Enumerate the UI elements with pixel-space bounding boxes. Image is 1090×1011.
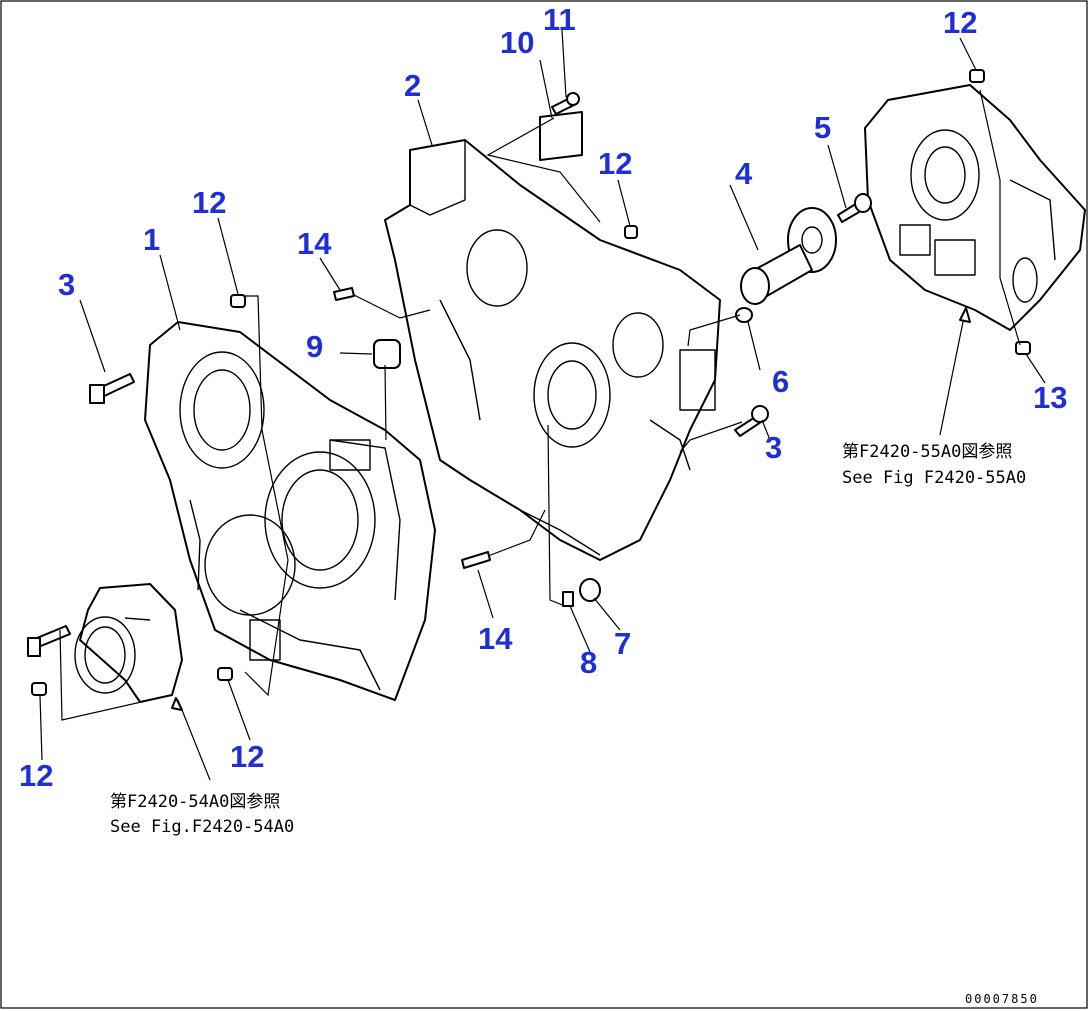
plugs-part-12 xyxy=(31,69,985,696)
bolt-part-3-right xyxy=(734,405,769,437)
callout-part-4: 4 xyxy=(735,156,753,191)
bolt-part-11 xyxy=(551,92,580,115)
flange-part-4 xyxy=(740,207,837,305)
callout-part-10: 10 xyxy=(500,25,534,60)
main-case-part-2 xyxy=(384,139,721,561)
callout-part-14-b: 14 xyxy=(478,621,513,656)
plug-part-6 xyxy=(735,307,753,323)
reference-55-japanese: 第F2420-55A0図参照 xyxy=(842,442,1012,462)
callout-part-14-a: 14 xyxy=(297,226,332,261)
callout-part-9: 9 xyxy=(306,329,323,364)
callout-part-12-e: 12 xyxy=(19,758,53,793)
callout-part-12-d: 12 xyxy=(230,739,264,774)
callout-part-2: 2 xyxy=(404,68,421,103)
callout-part-3-right: 3 xyxy=(765,430,782,465)
reference-55-english: See Fig F2420-55A0 xyxy=(842,468,1026,488)
bolt-part-3-left xyxy=(89,373,135,404)
document-number: 00007850 xyxy=(965,992,1039,1006)
plug-part-13 xyxy=(1015,341,1031,355)
callout-part-1: 1 xyxy=(143,222,160,257)
retainer-assembly xyxy=(74,583,183,703)
callout-part-11: 11 xyxy=(543,2,576,37)
plate-part-10 xyxy=(539,111,583,161)
reference-54-english: See Fig.F2420-54A0 xyxy=(110,817,294,837)
callout-part-5: 5 xyxy=(814,110,831,145)
reference-54-japanese: 第F2420-54A0図参照 xyxy=(110,792,280,812)
nut-part-7 xyxy=(579,578,601,602)
callout-part-7: 7 xyxy=(614,626,631,661)
callout-part-8: 8 xyxy=(580,645,597,680)
callout-part-12-c: 12 xyxy=(943,5,977,40)
callout-part-12-b: 12 xyxy=(598,146,632,181)
rear-cover-assembly xyxy=(864,84,1086,331)
pins-part-14 xyxy=(333,287,491,569)
callout-numbers: 1 2 3 3 4 5 6 7 8 9 10 11 12 12 12 12 12… xyxy=(19,2,1067,793)
pin-part-8 xyxy=(562,591,574,607)
bolt-part-5 xyxy=(837,193,872,223)
callout-part-6: 6 xyxy=(772,364,789,399)
reference-notes: 第F2420-54A0図参照 See Fig.F2420-54A0 第F2420… xyxy=(110,442,1026,837)
leader-lines xyxy=(39,29,1046,781)
front-case-part-1 xyxy=(144,321,436,701)
loose-bolt-left xyxy=(27,625,71,657)
callout-part-12-a: 12 xyxy=(192,185,226,220)
breather-part-9 xyxy=(373,339,401,369)
callout-part-3-left: 3 xyxy=(58,267,75,302)
callout-part-13: 13 xyxy=(1033,380,1067,415)
